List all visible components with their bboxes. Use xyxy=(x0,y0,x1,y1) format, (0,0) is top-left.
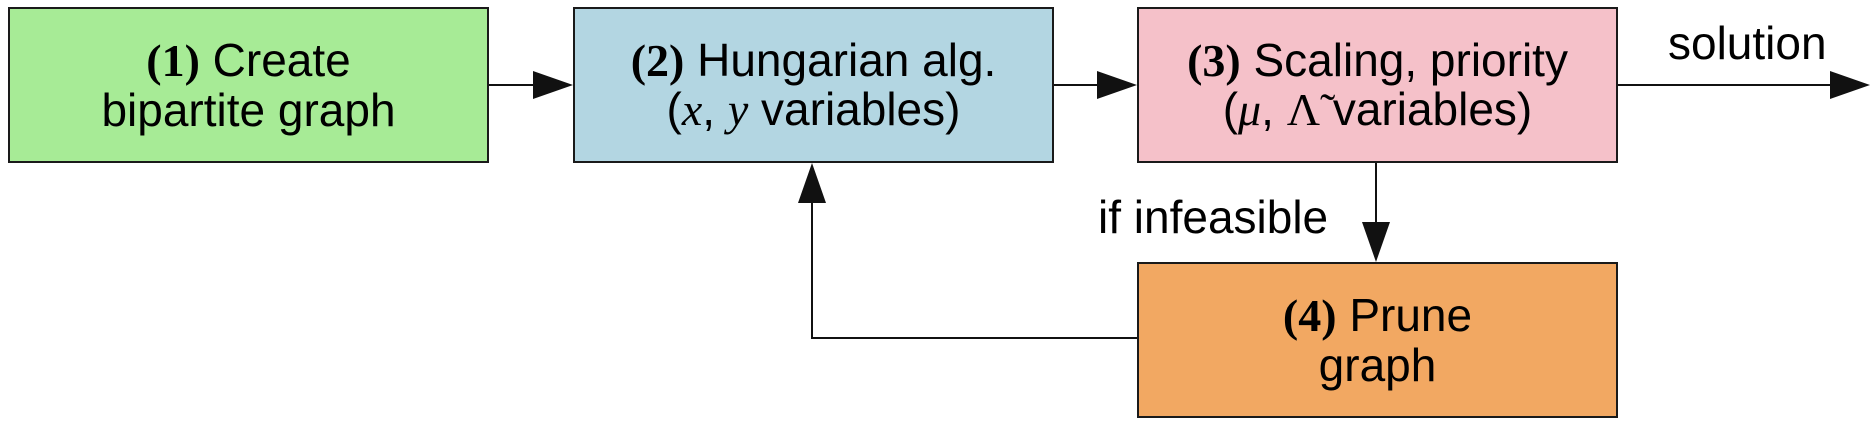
if-infeasible-label: if infeasible xyxy=(1098,191,1329,243)
arrowhead-prune-to-hungarian xyxy=(798,163,826,203)
step-1-text: Create xyxy=(212,34,351,87)
step-scaling-priority: (3) Scaling, priority (μ, Λ̃ variables) xyxy=(1137,7,1618,163)
step-1-number: (1) xyxy=(146,35,200,87)
step-2-variables: (x, y variables) xyxy=(667,85,961,134)
arrowhead-hungarian-to-scaling xyxy=(1097,71,1137,99)
step-4-text: Prune xyxy=(1349,289,1473,342)
step-2-number: (2) xyxy=(630,34,685,86)
arrowhead-scaling-to-prune xyxy=(1362,222,1390,262)
step-prune-graph: (4) Prune graph xyxy=(1137,262,1618,418)
arrow-prune-to-hungarian xyxy=(811,203,1137,339)
step-2-variables-text: variables) xyxy=(761,83,961,135)
step-1-title: (1) Create xyxy=(146,36,351,85)
step-2-comma: , xyxy=(702,83,716,135)
step-4-title: (4) Prune xyxy=(1283,291,1472,340)
variable-lambda-tilde: Λ̃ xyxy=(1286,84,1321,135)
step-3-text: Scaling, priority xyxy=(1253,33,1568,86)
step-3-paren: ( xyxy=(1222,83,1239,135)
step-1-subtitle: bipartite graph xyxy=(101,83,396,136)
solution-label: solution xyxy=(1668,17,1827,69)
variable-y: y xyxy=(727,84,749,135)
arrowhead-to-solution xyxy=(1830,71,1870,99)
step-4-subtitle: graph xyxy=(1318,338,1437,391)
step-2-title: (2) Hungarian alg. xyxy=(631,36,997,85)
arrowhead-create-to-hungarian xyxy=(533,71,573,99)
step-3-variables: (μ, Λ̃ variables) xyxy=(1223,85,1533,134)
step-3-comma: , xyxy=(1261,83,1274,135)
step-3-variables-text: variables) xyxy=(1332,83,1533,135)
step-3-number: (3) xyxy=(1187,34,1241,86)
step-2-paren: ( xyxy=(666,83,682,135)
step-4-number: (4) xyxy=(1282,290,1337,342)
step-hungarian-algorithm: (2) Hungarian alg. (x, y variables) xyxy=(573,7,1054,163)
step-3-title: (3) Scaling, priority xyxy=(1187,36,1568,85)
step-2-text: Hungarian alg. xyxy=(697,33,997,86)
variable-x: x xyxy=(681,84,703,135)
variable-mu: μ xyxy=(1238,84,1262,135)
step-create-bipartite-graph: (1) Create bipartite graph xyxy=(8,7,489,163)
